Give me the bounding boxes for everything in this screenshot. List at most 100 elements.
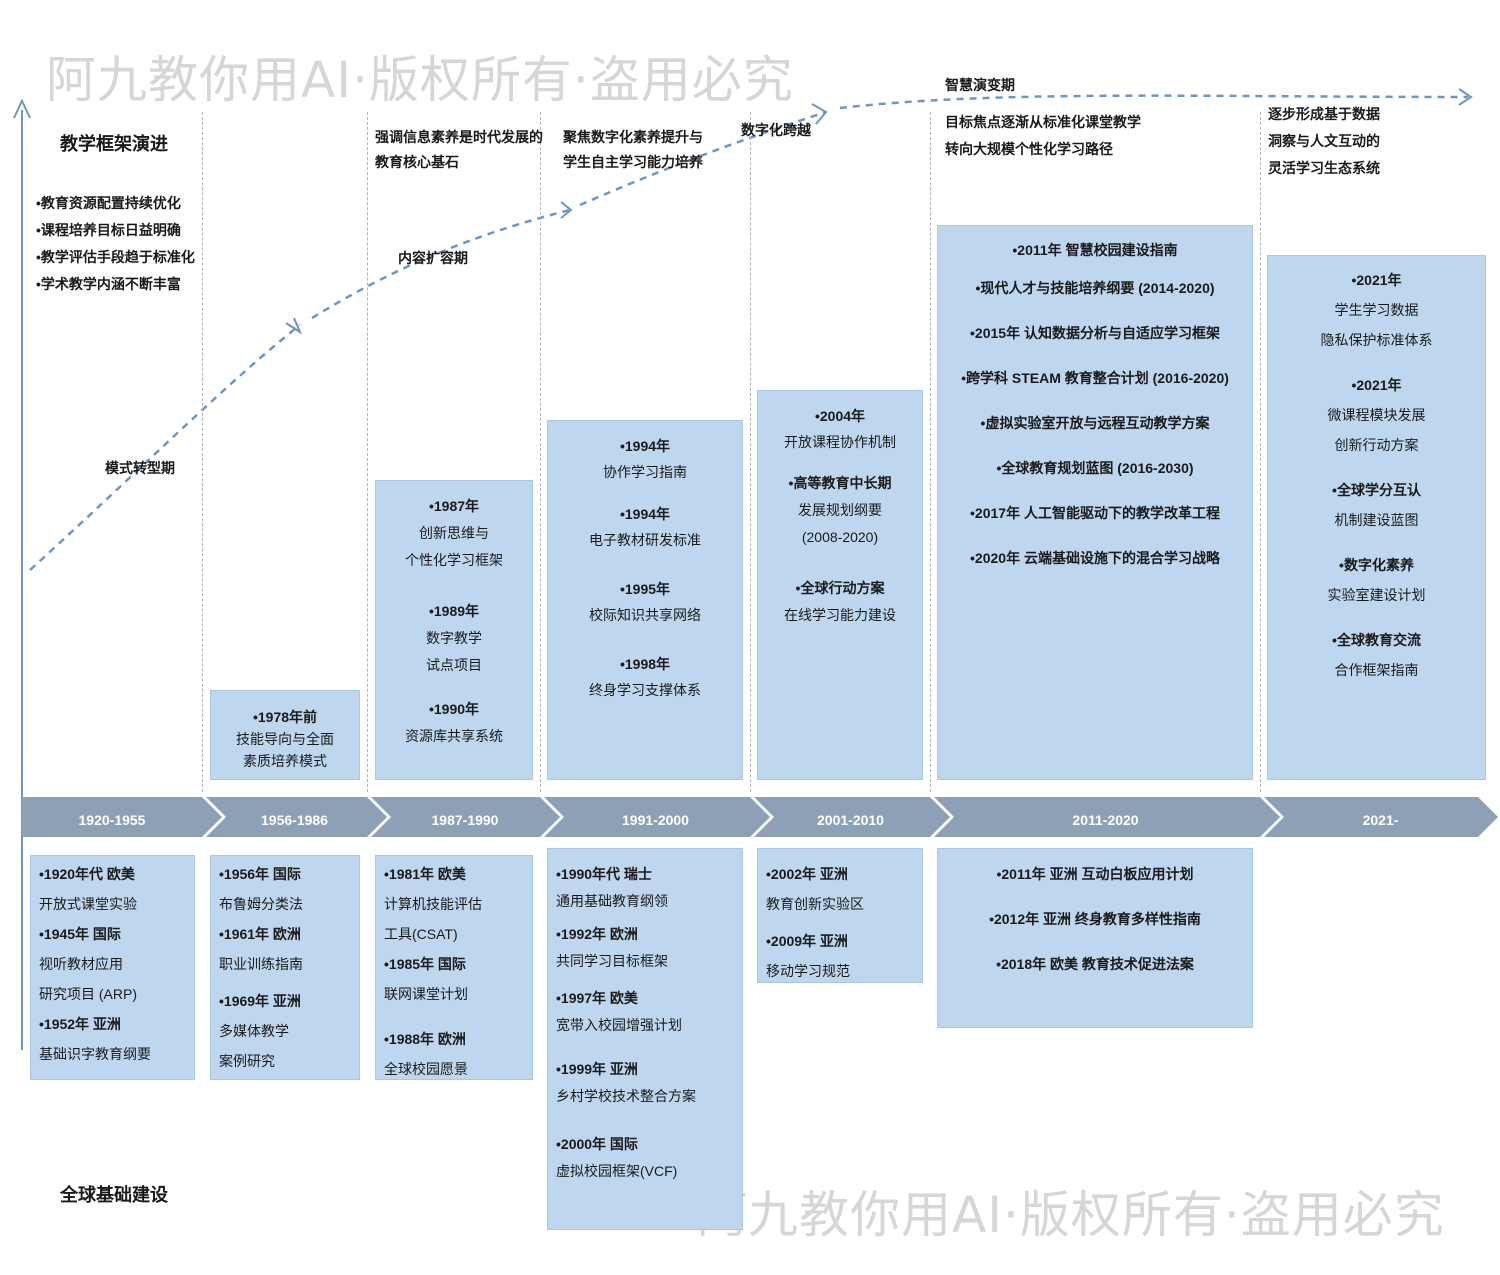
- vertical-axis-arrowhead: [13, 98, 31, 119]
- box-line: 基础识字教育纲要: [39, 1046, 151, 1062]
- lower-milestone-box: •1981年 欧美 计算机技能评估 工具(CSAT) •1985年 国际 联网课…: [375, 855, 533, 1080]
- box-line: •1920年代 欧美: [39, 866, 135, 882]
- box-line: •1945年 国际: [39, 926, 121, 942]
- era-separator: [540, 112, 541, 792]
- evolution-bullet: •学术教学内涵不断丰富: [36, 276, 181, 292]
- era-note: 逐步形成基于数据: [1268, 106, 1380, 122]
- phase-label: 内容扩容期: [398, 250, 468, 266]
- box-line: •2021年: [1351, 272, 1402, 288]
- box-line: 合作框架指南: [1334, 662, 1419, 678]
- box-line: 学生学习数据: [1334, 302, 1419, 318]
- evolution-bullet: •课程培养目标日益明确: [36, 222, 181, 238]
- global-infrastructure-title: 全球基础建设: [60, 1185, 168, 1205]
- box-line: •2011年 亚洲 互动白板应用计划: [996, 866, 1194, 882]
- box-line: 开放式课堂实验: [39, 896, 137, 912]
- box-line: 职业训练指南: [219, 956, 303, 972]
- timeline-segment: [1264, 797, 1498, 837]
- era-note: 强调信息素养是时代发展的: [375, 129, 543, 145]
- box-line: •2012年 亚洲 终身教育多样性指南: [989, 911, 1201, 927]
- trend-curve-arrowhead: [1458, 88, 1473, 106]
- period-label: 1920-1955: [78, 812, 146, 828]
- box-line: •2002年 亚洲: [766, 866, 848, 882]
- box-line: 视听教材应用: [39, 956, 123, 972]
- box-line: 校际知识共享网络: [589, 607, 701, 623]
- box-line: •2020年 云端基础设施下的混合学习战略: [970, 550, 1220, 566]
- timeline-segment: [934, 797, 1280, 837]
- box-line: •1952年 亚洲: [39, 1016, 121, 1032]
- box-line: •2004年: [814, 408, 866, 424]
- box-line: •全球行动方案: [795, 580, 885, 596]
- timeline-segment: [371, 797, 560, 837]
- upper-milestone-box: •2004年 开放课程协作机制 •高等教育中长期 发展规划纲要 (2008-20…: [757, 390, 923, 780]
- box-line: 素质培养模式: [243, 753, 327, 769]
- era-separator: [367, 112, 368, 792]
- box-line: 创新行动方案: [1334, 437, 1419, 453]
- box-line: •1992年 欧洲: [556, 926, 638, 942]
- lower-milestone-box: •2011年 亚洲 互动白板应用计划 •2012年 亚洲 终身教育多样性指南 •…: [937, 848, 1253, 1028]
- era-note: 聚焦数字化素养提升与: [563, 129, 703, 145]
- box-line: 通用基础教育纲领: [556, 893, 668, 909]
- era-separator: [930, 112, 931, 792]
- period-label: 1991-2000: [622, 812, 689, 828]
- box-line: •1998年: [619, 656, 671, 672]
- box-line: •1989年: [428, 603, 480, 619]
- box-line: 全球校园愿景: [384, 1061, 468, 1077]
- box-line: 乡村学校技术整合方案: [556, 1088, 696, 1104]
- box-line: 共同学习目标框架: [556, 953, 668, 969]
- trend-curve: [29, 324, 301, 571]
- box-line: 实验室建设计划: [1327, 587, 1426, 603]
- era-separator: [750, 112, 751, 792]
- watermark-text: 阿九教你用AI·版权所有·盗用必究: [697, 1186, 1445, 1244]
- box-line: •2011年 智慧校园建设指南: [1012, 242, 1178, 258]
- timeline-segment: [22, 797, 222, 837]
- box-line: 开放课程协作机制: [784, 434, 896, 450]
- lower-milestone-box: •1990年代 瑞士 通用基础教育纲领 •1992年 欧洲 共同学习目标框架 •…: [547, 848, 743, 1230]
- timeline-segment: [544, 797, 770, 837]
- box-line: •1969年 亚洲: [219, 993, 301, 1009]
- box-line: •1956年 国际: [219, 866, 301, 882]
- box-line: (2008-2020): [801, 529, 879, 545]
- period-label: 2001-2010: [817, 812, 884, 828]
- trend-curve: [839, 94, 1469, 110]
- box-line: •2021年: [1351, 377, 1402, 393]
- phase-label: 智慧演变期: [945, 77, 1015, 93]
- evolution-bullet: •教学评估手段趋于标准化: [36, 249, 195, 265]
- lower-milestone-box: •2002年 亚洲 教育创新实验区 •2009年 亚洲 移动学习规范: [757, 848, 923, 983]
- timeline-bar: [22, 797, 1498, 837]
- box-line: 创新思维与: [419, 525, 489, 541]
- trend-curve: [579, 110, 827, 207]
- lower-milestone-box: •1920年代 欧美 开放式课堂实验 •1945年 国际 视听教材应用 研究项目…: [30, 855, 195, 1080]
- era-note: 灵活学习生态系统: [1268, 160, 1380, 176]
- box-line: 多媒体教学: [219, 1023, 289, 1039]
- phase-label: 数字化跨越: [741, 122, 811, 138]
- box-line: •全球学分互认: [1332, 482, 1421, 498]
- phase-label: 模式转型期: [105, 460, 175, 476]
- era-note: 教育核心基石: [375, 154, 459, 170]
- framework-evolution-title: 教学框架演进: [60, 134, 168, 154]
- box-line: •2015年 认知数据分析与自适应学习框架: [970, 325, 1220, 341]
- box-line: •现代人才与技能培养纲要 (2014-2020): [975, 280, 1215, 296]
- box-line: 终身学习支撑体系: [589, 682, 701, 698]
- watermark-text: 阿九教你用AI·版权所有·盗用必究: [46, 51, 794, 109]
- box-line: 资源库共享系统: [405, 728, 503, 744]
- upper-milestone-box: •2021年 学生学习数据 隐私保护标准体系 •2021年 微课程模块发展 创新…: [1267, 255, 1486, 780]
- upper-milestone-box: •1994年 协作学习指南 •1994年 电子教材研发标准 •1995年 校际知…: [547, 420, 743, 780]
- box-line: •全球教育规划蓝图 (2016-2030): [996, 460, 1194, 476]
- period-label: 2021-: [1362, 812, 1399, 828]
- box-line: •1990年: [428, 701, 480, 717]
- box-line: •1981年 欧美: [384, 866, 466, 882]
- trend-curve-chevron: [811, 103, 828, 125]
- box-line: •1997年 欧美: [556, 990, 638, 1006]
- box-line: 个性化学习框架: [405, 552, 503, 568]
- box-line: 计算机技能评估: [384, 896, 482, 912]
- box-line: 数字教学: [426, 630, 482, 646]
- era-note: 目标焦点逐渐从标准化课堂教学: [945, 114, 1141, 130]
- box-line: 协作学习指南: [603, 464, 687, 480]
- box-line: •1978年前: [252, 709, 318, 725]
- box-line: •1994年: [619, 438, 671, 454]
- box-line: 发展规划纲要: [798, 502, 882, 518]
- box-line: 隐私保护标准体系: [1320, 332, 1433, 348]
- box-line: •2017年 人工智能驱动下的教学改革工程: [970, 505, 1220, 521]
- box-line: 工具(CSAT): [384, 926, 458, 942]
